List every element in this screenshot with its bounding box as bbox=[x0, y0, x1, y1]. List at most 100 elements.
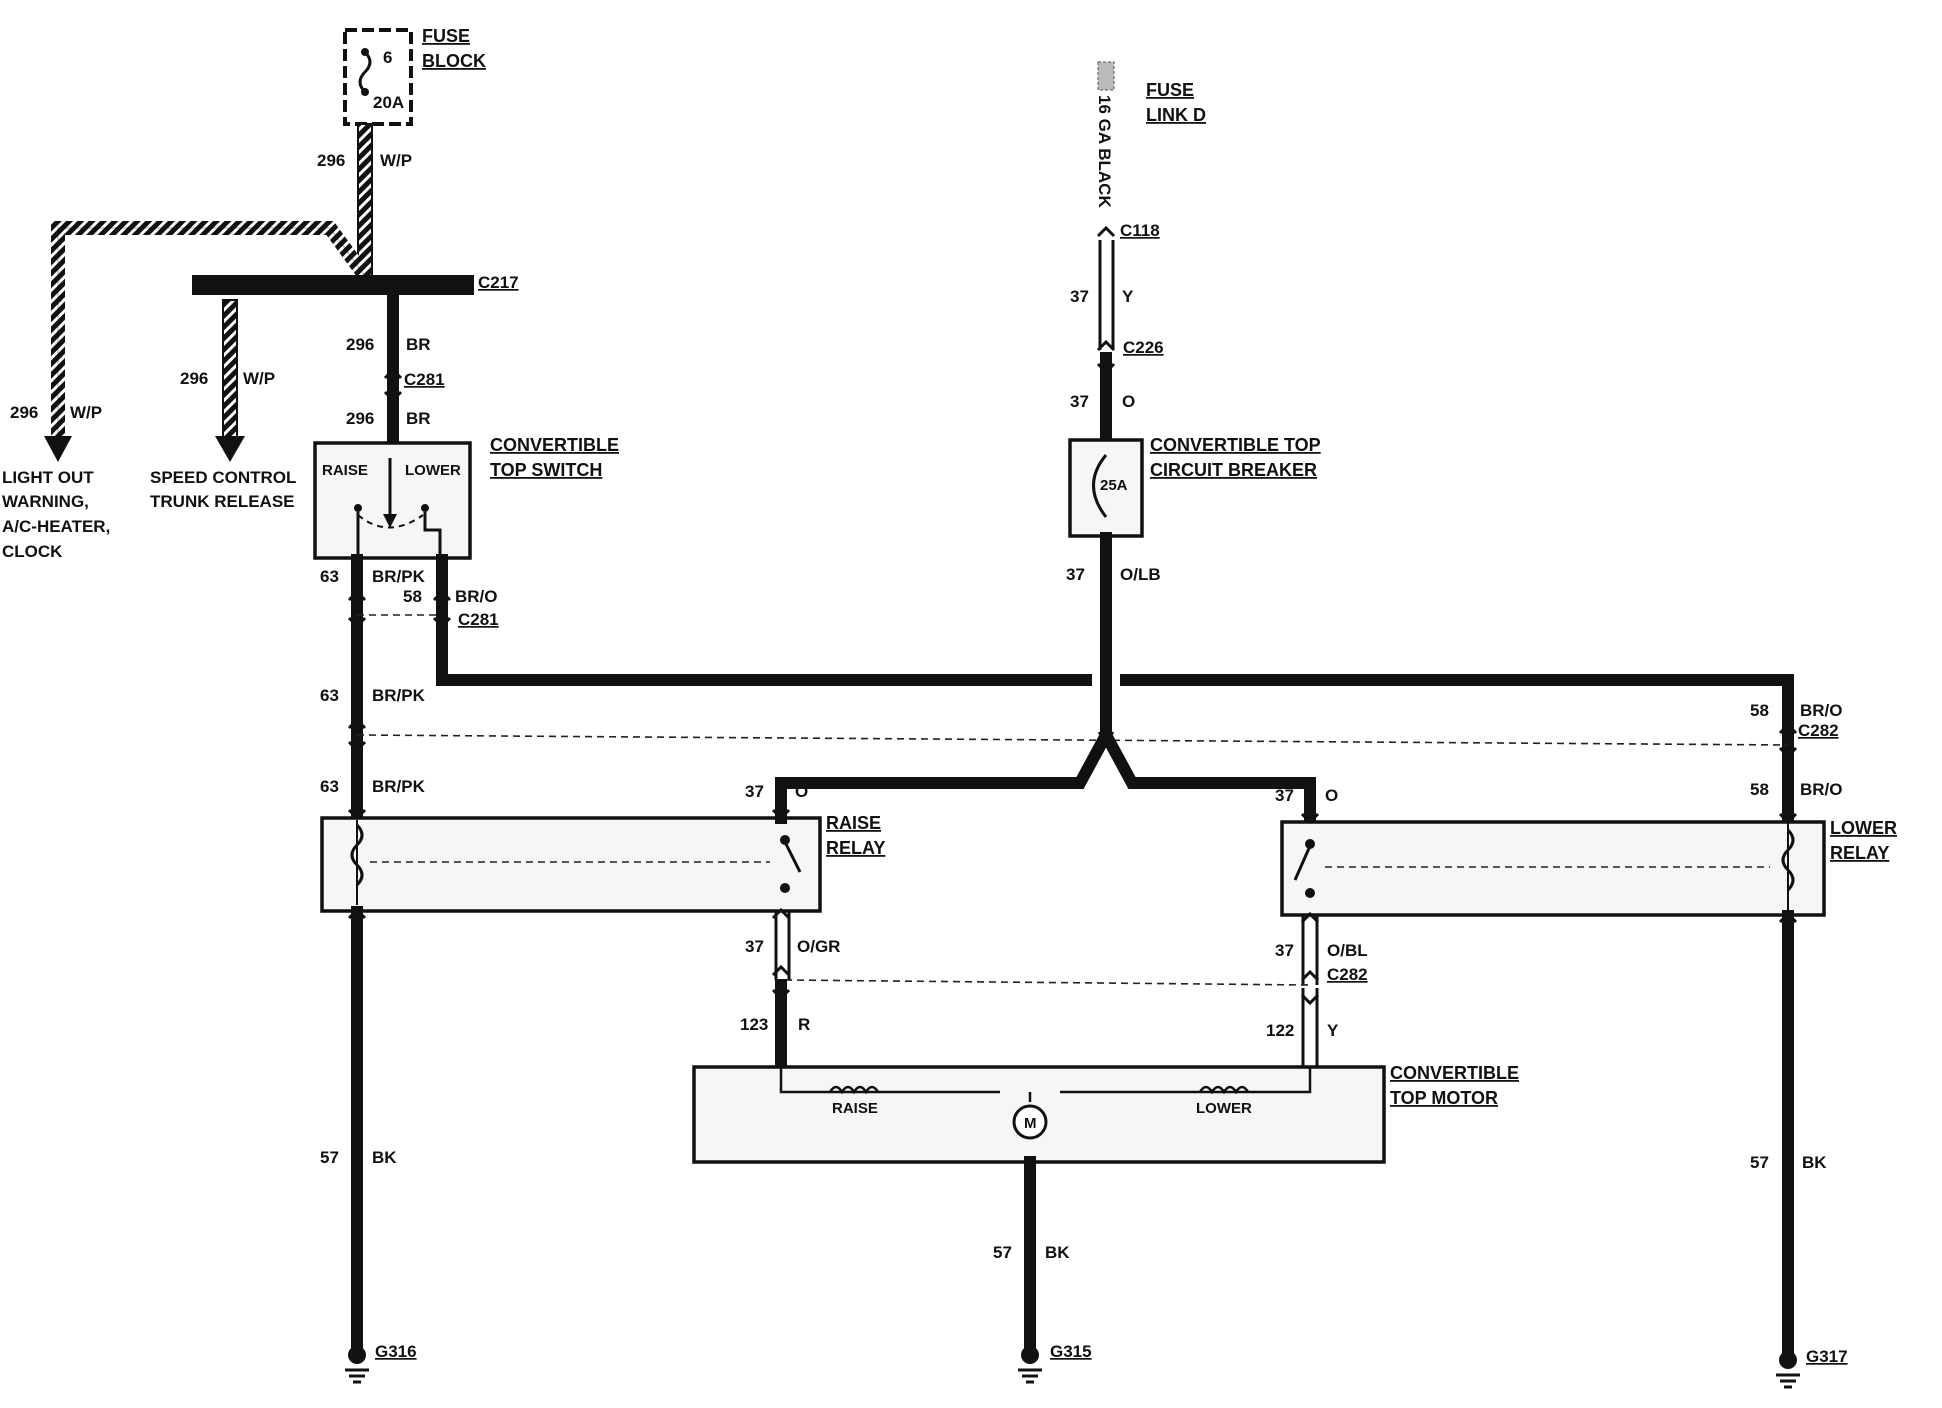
wire-label-color: BK bbox=[1045, 1243, 1070, 1262]
motor-raise-label: RAISE bbox=[832, 1100, 878, 1117]
lower-relay-title-2: RELAY bbox=[1830, 843, 1889, 863]
connector-c281-top: C281 bbox=[404, 370, 445, 389]
wire-label-color: BK bbox=[1802, 1153, 1827, 1172]
raise-relay-title-1: RAISE bbox=[826, 813, 881, 833]
wire-label-circuit: 58 bbox=[1750, 780, 1769, 799]
wire-label-color: O/BL bbox=[1327, 941, 1368, 960]
wire-label-circuit: 57 bbox=[993, 1243, 1012, 1262]
fuse-rating: 20A bbox=[373, 93, 404, 112]
wire-label-circuit: 37 bbox=[745, 782, 764, 801]
fuse-link-title-2: LINK D bbox=[1146, 105, 1206, 125]
wire-296-wp-speed bbox=[222, 299, 238, 439]
ground-g317: G317 bbox=[1806, 1347, 1848, 1366]
destination-light-out: LIGHT OUT WARNING, A/C-HEATER, CLOCK bbox=[2, 468, 110, 561]
wire-label-circuit: 296 bbox=[10, 403, 38, 422]
wire-label-circuit: 57 bbox=[320, 1148, 339, 1167]
wire-label-color: BR bbox=[406, 409, 431, 428]
arrow-light-out bbox=[44, 436, 72, 462]
top-switch-title-2: TOP SWITCH bbox=[490, 460, 602, 480]
fuse-link-wire-spec: 16 GA BLACK bbox=[1095, 95, 1114, 208]
wire-label-color: Y bbox=[1327, 1021, 1339, 1040]
wire-label-circuit: 37 bbox=[1070, 287, 1089, 306]
wire-label-circuit: 123 bbox=[740, 1015, 768, 1034]
raise-relay: RAISE RELAY bbox=[320, 813, 885, 913]
fuse-link-d: 16 GA BLACK FUSE LINK D bbox=[1095, 61, 1206, 208]
breaker-title-1: CONVERTIBLE TOP bbox=[1150, 435, 1321, 455]
wire-label-color: O/LB bbox=[1120, 565, 1161, 584]
connector-bar-c217 bbox=[192, 275, 474, 295]
convertible-top-motor: RAISE LOWER M CONVERTIBLE TOP MOTOR bbox=[692, 1063, 1519, 1164]
fuse-link-title-1: FUSE bbox=[1146, 80, 1194, 100]
switch-lower-label: LOWER bbox=[405, 462, 461, 479]
lower-relay-title-1: LOWER bbox=[1830, 818, 1897, 838]
connector-c282-top: C282 bbox=[1798, 721, 1839, 740]
circuit-breaker: 25A CONVERTIBLE TOP CIRCUIT BREAKER bbox=[1068, 435, 1321, 538]
wire-label-color: BR/O bbox=[1800, 701, 1843, 720]
wire-label-color: BR/O bbox=[1800, 780, 1843, 799]
lower-relay: LOWER RELAY bbox=[1280, 818, 1897, 917]
wire-label-circuit: 37 bbox=[1066, 565, 1085, 584]
svg-text:WARNING,: WARNING, bbox=[2, 492, 89, 511]
wire-label-color: W/P bbox=[243, 369, 275, 388]
svg-text:TRUNK RELEASE: TRUNK RELEASE bbox=[150, 492, 295, 511]
connector-c217: C217 bbox=[478, 273, 519, 292]
wire-label-color: W/P bbox=[70, 403, 102, 422]
wire-label-color: R bbox=[798, 1015, 810, 1034]
connector-ticks bbox=[347, 225, 1798, 1006]
wire-label-circuit: 37 bbox=[745, 937, 764, 956]
wire-label-color: BR/PK bbox=[372, 777, 426, 796]
svg-text:SPEED CONTROL: SPEED CONTROL bbox=[150, 468, 296, 487]
svg-text:A/C-HEATER,: A/C-HEATER, bbox=[2, 517, 110, 536]
wire-37-o-lower-relay bbox=[1097, 726, 1316, 828]
ground-g315: G315 bbox=[1050, 1342, 1092, 1361]
ground-g316: G316 bbox=[375, 1342, 417, 1361]
motor-symbol: M bbox=[1024, 1115, 1037, 1132]
wire-296-wp-splice bbox=[51, 221, 371, 440]
svg-text:CLOCK: CLOCK bbox=[2, 542, 63, 561]
motor-icon bbox=[1012, 1104, 1048, 1140]
wire-37-o-raise-relay bbox=[775, 726, 1115, 824]
wire-label-color: O bbox=[1325, 786, 1338, 805]
wire-label-circuit: 296 bbox=[317, 151, 345, 170]
wire-label-color: BR bbox=[406, 335, 431, 354]
switch-raise-label: RAISE bbox=[322, 462, 368, 479]
top-switch-title-1: CONVERTIBLE bbox=[490, 435, 619, 455]
connector-c118: C118 bbox=[1120, 221, 1160, 240]
destination-speed-control: SPEED CONTROL TRUNK RELEASE bbox=[150, 468, 296, 511]
wire-label-circuit: 296 bbox=[346, 409, 374, 428]
top-motor-title-2: TOP MOTOR bbox=[1390, 1088, 1498, 1108]
wire-label-color: BR/PK bbox=[372, 686, 426, 705]
wire-label-color: BR/O bbox=[455, 587, 498, 606]
wire-label-color: Y bbox=[1122, 287, 1134, 306]
convertible-top-switch: RAISE LOWER CONVERTIBLE TOP SWITCH bbox=[313, 435, 619, 560]
ground-symbol-g315 bbox=[1018, 1346, 1042, 1384]
svg-text:LIGHT OUT: LIGHT OUT bbox=[2, 468, 94, 487]
connector-c282-bottom: C282 bbox=[1327, 965, 1368, 984]
fuse-block: 6 20A FUSE BLOCK bbox=[343, 26, 486, 126]
wire-label-circuit: 37 bbox=[1275, 941, 1294, 960]
wire-label-circuit: 37 bbox=[1275, 786, 1294, 805]
breaker-rating: 25A bbox=[1100, 477, 1128, 494]
wire-label-circuit: 296 bbox=[346, 335, 374, 354]
wire-label-circuit: 122 bbox=[1266, 1021, 1294, 1040]
wire-label-circuit: 58 bbox=[1750, 701, 1769, 720]
fuse-number: 6 bbox=[383, 48, 392, 67]
ground-symbol-g316 bbox=[345, 1346, 369, 1384]
ground-symbol-g317 bbox=[1776, 1351, 1800, 1389]
arrow-speed-control bbox=[215, 436, 245, 462]
wire-label-circuit: 37 bbox=[1070, 392, 1089, 411]
wire-label-circuit: 57 bbox=[1750, 1153, 1769, 1172]
raise-relay-title-2: RELAY bbox=[826, 838, 885, 858]
wire-label-color: BR/PK bbox=[372, 567, 426, 586]
connector-c281-bottom: C281 bbox=[458, 610, 499, 629]
wire-label-color: O bbox=[795, 782, 808, 801]
motor-lower-label: LOWER bbox=[1196, 1100, 1252, 1117]
wire-label-color: W/P bbox=[380, 151, 412, 170]
wire-label-color: BK bbox=[372, 1148, 397, 1167]
wire-label-circuit: 296 bbox=[180, 369, 208, 388]
wire-label-circuit: 63 bbox=[320, 777, 339, 796]
connector-c226: C226 bbox=[1123, 338, 1164, 357]
wire-label-color: O/GR bbox=[797, 937, 840, 956]
wire-296-wp-fuse bbox=[357, 123, 373, 277]
